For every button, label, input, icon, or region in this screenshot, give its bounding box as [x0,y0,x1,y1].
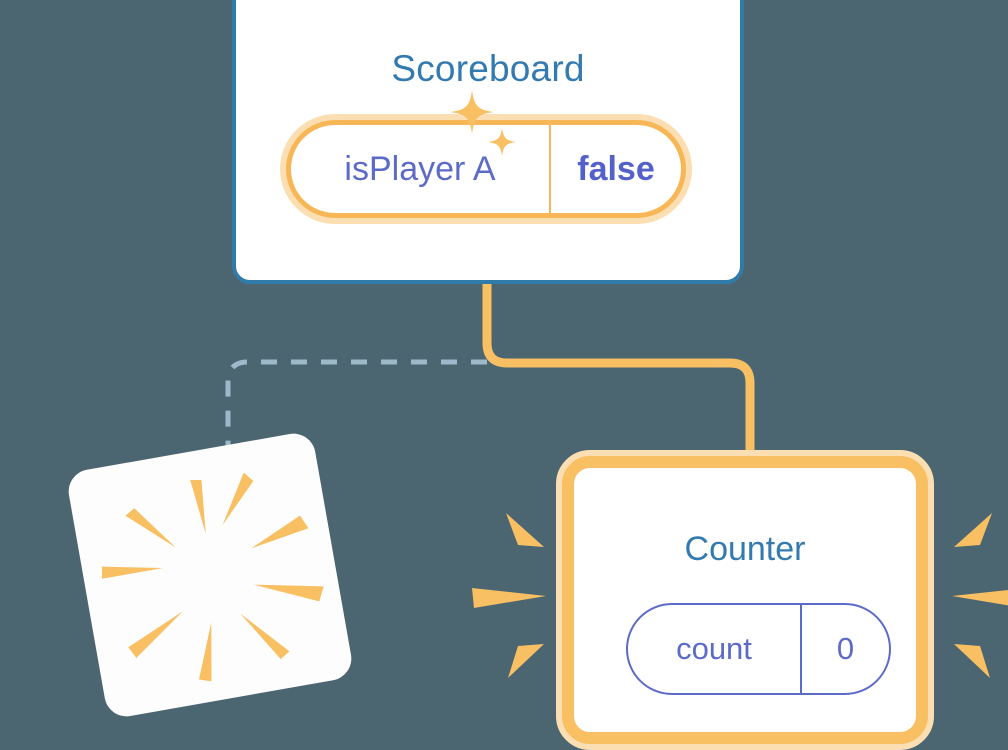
connector-scoreboard-to-counter [482,283,755,460]
blank-card-burst [101,472,324,682]
burst-ray-icon [251,515,309,549]
scoreboard-card[interactable]: Scoreboard isPlayer A false [232,0,744,284]
burst-ray-icon [128,611,183,659]
scoreboard-title: Scoreboard [391,48,585,89]
scoreboard-state-row[interactable]: isPlayer A false [280,114,692,224]
burst-ray-icon [240,613,290,660]
counter-card-body[interactable]: Counter count 0 [562,456,928,744]
counter-state-key: count [676,631,752,666]
burst-ray-icon [222,472,254,526]
counter-pill-divider [800,603,802,695]
connector-scoreboard-to-blank-card [225,359,487,486]
burst-ray-icon [125,508,176,548]
scoreboard-state-pill[interactable]: isPlayer A false [286,120,686,218]
scoreboard-state-value: false [577,149,655,188]
burst-ray-icon [190,479,206,535]
burst-ray-icon [101,566,164,579]
burst-ray-icon [198,622,212,682]
burst-ray-icon [253,584,324,602]
counter-card[interactable]: Counter count 0 [556,450,934,750]
counter-title: Counter [684,530,806,568]
counter-state-value: 0 [836,631,855,666]
counter-card-glow [556,450,934,750]
blank-card[interactable] [65,430,355,720]
scoreboard-pill-divider [549,120,551,218]
scoreboard-state-key: isPlayer A [344,149,496,188]
counter-state-pill[interactable]: count 0 [626,603,891,695]
